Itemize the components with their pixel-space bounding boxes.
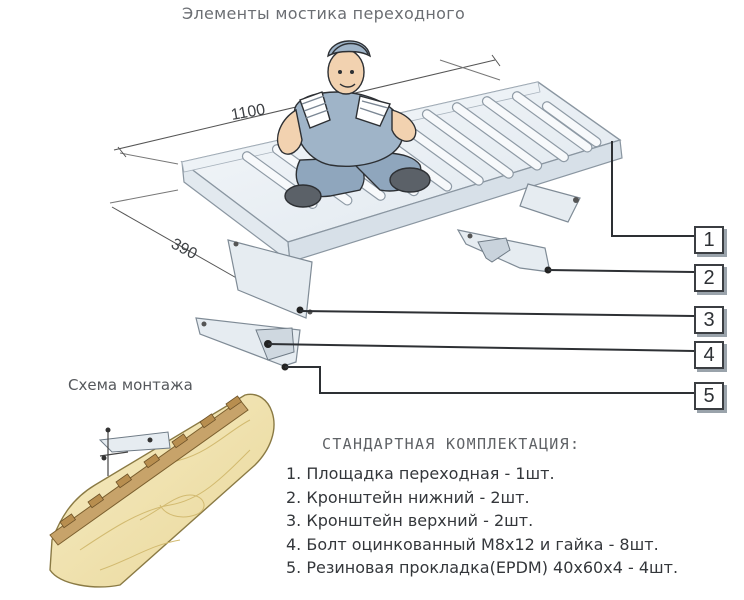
callout-5: 5 [694,382,724,410]
worker-illustration [277,40,431,208]
upper-bracket-right [519,183,581,223]
callout-2: 2 [694,264,724,292]
kit-list: 1. Площадка переходная - 1шт. 2. Кронште… [286,462,678,580]
kit-heading: СТАНДАРТНАЯ КОМПЛЕКТАЦИЯ: [322,435,581,453]
callout-leaders [267,141,695,394]
kit-item: 5. Резиновая прокладка(EPDM) 40х60х4 - 4… [286,558,679,577]
mounting-scheme [49,393,275,588]
kit-item: 4. Болт оцинкованный М8х12 и гайка - 8шт… [286,534,659,554]
kit-item: 2. Кронштейн нижний - 2шт. [286,487,530,507]
callout-1: 1 [694,226,724,254]
kit-item: 1. Площадка переходная - 1шт. [286,464,555,483]
kit-item: 3. Кронштейн верхний - 2шт. [286,511,534,530]
diagram-title: Элементы мостика переходного [182,4,466,23]
callout-3: 3 [694,306,724,334]
length-value: 1100 [230,101,267,124]
mounting-scheme-label: Схема монтажа [68,376,193,394]
lower-bracket-left [195,317,301,371]
lower-bracket-right [456,229,552,274]
width-value: 390 [168,236,200,264]
callout-4: 4 [694,341,724,369]
